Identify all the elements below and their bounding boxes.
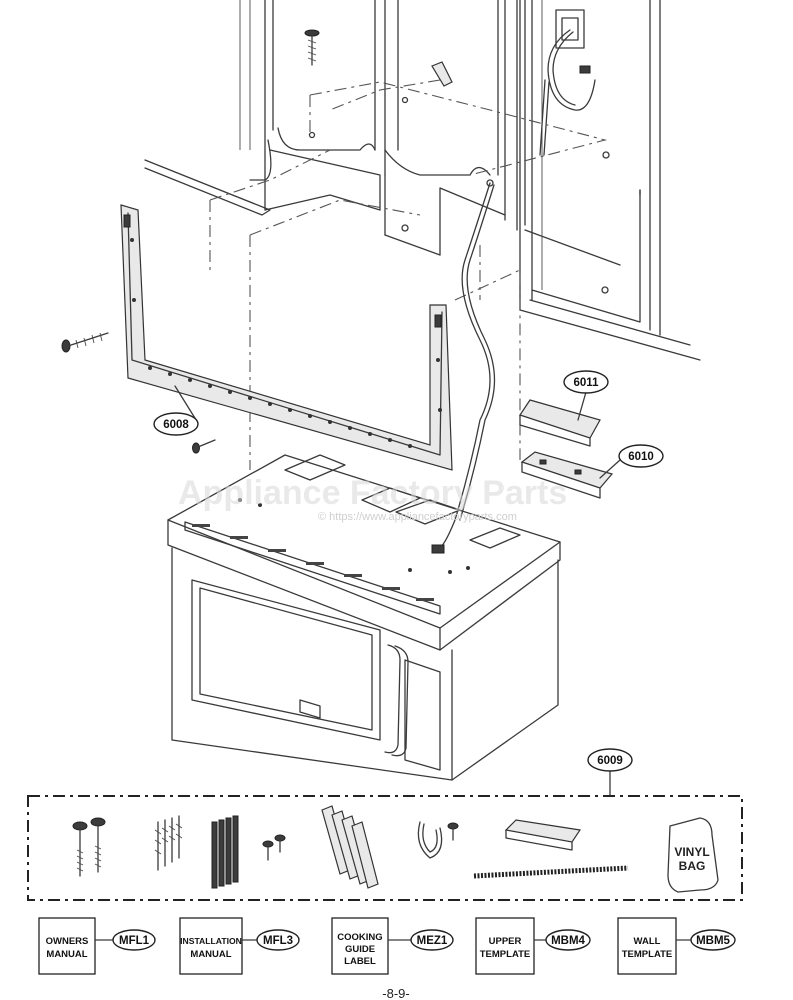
mounting-bracket <box>120 204 453 471</box>
bracket-holes <box>130 238 442 448</box>
kit-cord-clamp <box>417 821 459 859</box>
doc-owners-line2: MANUAL <box>46 949 87 960</box>
wall-cabinets <box>144 0 701 361</box>
doc-wall-code: MBM5 <box>696 935 730 947</box>
kit-vinyl-bag: VINYL BAG <box>667 817 719 893</box>
damper-plate <box>519 399 601 447</box>
callout-6009: 6009 <box>587 748 633 797</box>
callout-6011: 6011 <box>563 370 609 421</box>
callout-6008-label: 6008 <box>163 419 189 431</box>
doc-cooking-line2: GUIDE <box>345 944 375 955</box>
doc-installation-line2: MANUAL <box>190 949 231 960</box>
vent-cover <box>520 451 614 499</box>
doc-installation-code: MFL3 <box>263 935 293 947</box>
vinyl-bag-line1: VINYL <box>674 845 709 859</box>
doc-cooking-guide-label: COOKING GUIDE LABEL MEZ1 <box>331 917 454 975</box>
doc-installation-line1: INSTALLATION <box>180 936 242 946</box>
vinyl-bag-line2: BAG <box>679 859 706 873</box>
doc-owners-manual: OWNERS MANUAL MFL1 <box>38 917 156 975</box>
doc-owners-code: MFL1 <box>119 935 150 947</box>
microwave-oven <box>167 454 561 781</box>
doc-wall-template: WALL TEMPLATE MBM5 <box>617 917 736 975</box>
doc-cooking-code: MEZ1 <box>417 935 448 947</box>
callout-6008: 6008 <box>153 385 199 436</box>
power-cord <box>437 182 491 551</box>
bracket-bolt-left <box>61 332 109 353</box>
kit-duct-plate <box>473 819 629 879</box>
doc-wall-line1: WALL <box>634 936 661 947</box>
alignment-lines <box>209 79 608 470</box>
hardware-kit-box <box>27 795 743 901</box>
callout-6011-label: 6011 <box>574 377 600 389</box>
bracket-bolt-lower <box>192 439 216 454</box>
callout-6010: 6010 <box>599 444 664 479</box>
kit-small-screws <box>262 834 286 861</box>
doc-installation-manual: INSTALLATION MANUAL MFL3 <box>179 917 300 975</box>
kit-wood-screws <box>154 815 183 871</box>
kit-toggle-wings <box>321 805 379 889</box>
kit-anchors <box>211 815 239 889</box>
page-number: -8-9- <box>382 986 409 1000</box>
doc-cooking-line3: LABEL <box>344 956 376 967</box>
toggle-bolt <box>431 61 453 87</box>
doc-upper-line2: TEMPLATE <box>480 949 531 960</box>
callout-6010-label: 6010 <box>628 451 654 463</box>
watermark-url: © https://www.appliancefactoryparts.com <box>318 511 517 523</box>
doc-upper-line1: UPPER <box>489 936 522 947</box>
callout-6009-label: 6009 <box>597 755 623 767</box>
doc-upper-template: UPPER TEMPLATE MBM4 <box>475 917 591 975</box>
doc-wall-line2: TEMPLATE <box>622 949 673 960</box>
doc-upper-code: MBM4 <box>551 935 585 947</box>
doc-cooking-line1: COOKING <box>337 932 382 943</box>
top-screw <box>304 29 320 66</box>
doc-owners-line1: OWNERS <box>46 936 89 947</box>
watermark-title: Appliance Factory Parts <box>178 474 567 512</box>
vent-slots <box>192 524 434 601</box>
kit-bolts <box>72 817 106 877</box>
